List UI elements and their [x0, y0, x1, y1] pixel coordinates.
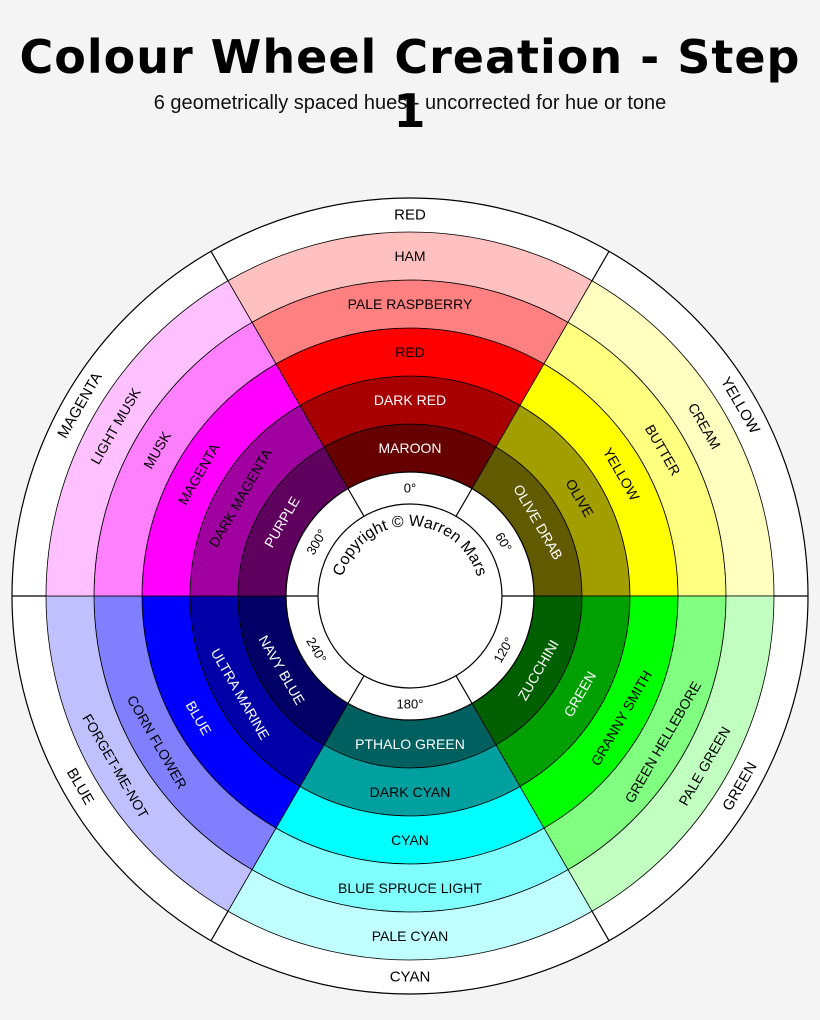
page-subtitle: 6 geometrically spaced hues - uncorrecte… — [153, 92, 667, 114]
sector-divider — [210, 910, 229, 941]
degree-divider — [347, 488, 365, 517]
band-label-cyan: CYAN — [391, 832, 429, 848]
outer-label-cyan: CYAN — [390, 969, 431, 986]
sector-divider — [210, 251, 229, 282]
band-label-ham: HAM — [394, 248, 425, 264]
degree-divider — [455, 488, 473, 517]
band-magenta-5 — [45, 280, 253, 597]
degree-divider — [347, 675, 365, 704]
band-label-dark-cyan: DARK CYAN — [370, 784, 451, 800]
band-label-pale-raspberry: PALE RASPBERRY — [348, 296, 473, 312]
centre-disc — [317, 503, 503, 689]
degree-divider — [455, 675, 473, 704]
sector-divider — [591, 910, 610, 941]
band-label-red: RED — [395, 344, 425, 360]
band-label-pthalo-green: PTHALO GREEN — [355, 736, 465, 752]
degree-label-0: 0° — [404, 481, 416, 496]
degree-label-180: 180° — [397, 697, 424, 712]
outer-label-red: RED — [394, 207, 426, 224]
band-label-maroon: MAROON — [379, 440, 442, 456]
band-label-dark-red: DARK RED — [374, 392, 446, 408]
band-label-blue-spruce-light: BLUE SPRUCE LIGHT — [338, 880, 482, 896]
sector-divider — [591, 251, 610, 282]
page-title: Colour Wheel Creation - Step 1 — [19, 30, 801, 138]
band-label-pale-cyan: PALE CYAN — [372, 928, 449, 944]
